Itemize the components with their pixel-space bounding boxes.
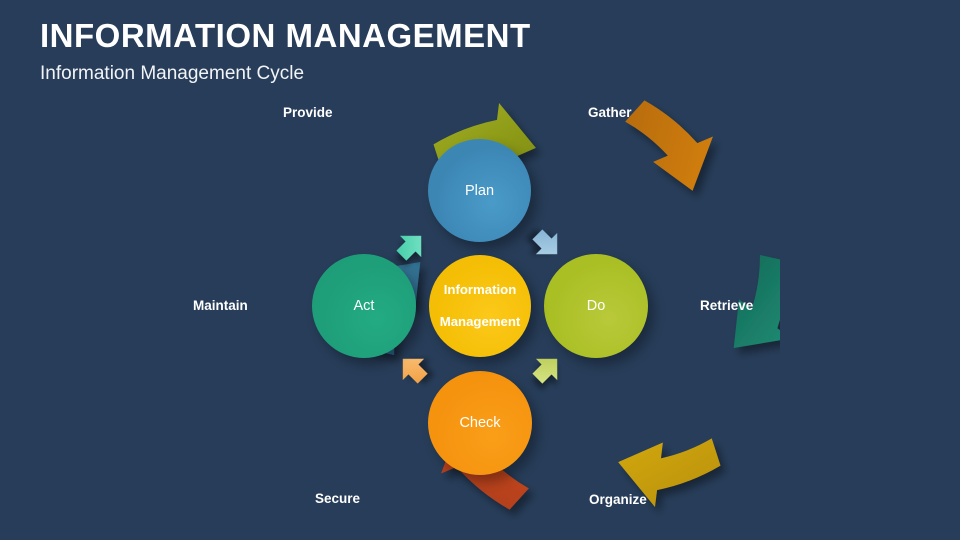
node-act-label: Act <box>353 298 375 314</box>
node-check-label: Check <box>459 415 501 431</box>
node-do-label: Do <box>586 298 606 314</box>
ring-label-retrieve[interactable]: Retrieve <box>700 298 754 313</box>
page-title: INFORMATION MANAGEMENT <box>40 17 531 54</box>
arrow-organize-to-secure <box>733 255 780 348</box>
arrow-retrieve-to-organize <box>625 100 713 191</box>
node-core-information-management[interactable]: Information Management <box>429 255 531 357</box>
page-subtitle: Information Management Cycle <box>40 63 305 84</box>
chevron-act-to-plan <box>396 235 422 261</box>
chevron-check-to-act <box>402 358 428 384</box>
node-core-label: Information Management <box>428 282 533 330</box>
ring-label-secure[interactable]: Secure <box>315 491 361 506</box>
node-core-label-line2: Management <box>439 314 521 329</box>
arrow-secure-to-maintain <box>618 438 721 508</box>
node-do[interactable]: Do <box>544 254 648 358</box>
chevron-do-to-check <box>532 358 558 384</box>
ring-label-gather[interactable]: Gather <box>588 105 632 120</box>
node-core-label-line1: Information <box>443 282 517 297</box>
ring-label-provide[interactable]: Provide <box>283 105 333 120</box>
ring-label-maintain[interactable]: Maintain <box>193 298 248 313</box>
ring-label-organize[interactable]: Organize <box>589 492 647 507</box>
node-plan-label: Plan <box>464 182 495 199</box>
node-act[interactable]: Act <box>312 254 416 358</box>
chevron-plan-to-do <box>532 229 558 255</box>
node-plan[interactable]: Plan <box>428 139 531 242</box>
node-check[interactable]: Check <box>428 371 532 475</box>
